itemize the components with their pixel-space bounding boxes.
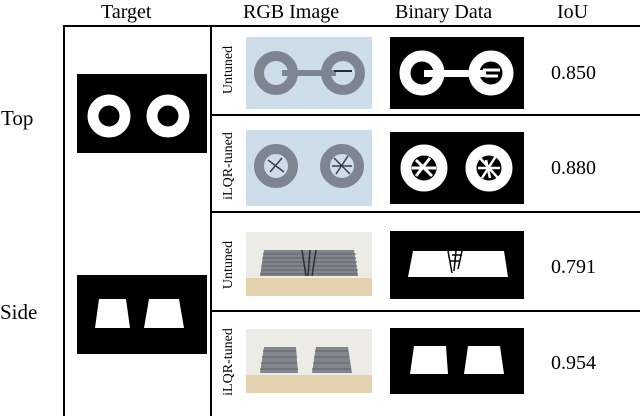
iou-top-untuned: 0.850 xyxy=(551,62,596,84)
binary-top-ilqr xyxy=(390,132,524,204)
row-group-label-top: Top xyxy=(1,106,34,130)
rgb-side-untuned-photo xyxy=(246,232,372,296)
column-header-iou: IoU xyxy=(557,1,589,23)
column-header-target: Target xyxy=(101,1,152,23)
iou-top-ilqr: 0.880 xyxy=(551,157,596,179)
column-header-rgb-image: RGB Image xyxy=(243,1,340,23)
binary-side-ilqr xyxy=(390,328,524,394)
left-rule xyxy=(63,25,65,416)
binary-top-untuned xyxy=(390,37,524,109)
column-header-binary-data: Binary Data xyxy=(395,1,493,23)
rgb-top-ilqr-photo xyxy=(246,130,372,206)
target-top-image xyxy=(77,74,207,153)
method-label-side-ilqr: iLQR-tuned xyxy=(221,328,236,396)
header-rule xyxy=(64,25,640,27)
binary-side-untuned xyxy=(390,231,524,299)
method-label-side-untuned: Untuned xyxy=(221,240,236,290)
rgb-top-untuned-photo xyxy=(246,37,372,109)
method-rule xyxy=(210,25,212,416)
rgb-side-ilqr-photo xyxy=(246,329,372,393)
row-divider-top xyxy=(210,114,640,116)
row-group-label-side: Side xyxy=(0,300,38,324)
method-label-top-ilqr: iLQR-tuned xyxy=(221,132,236,200)
target-side-image xyxy=(77,275,207,354)
group-divider xyxy=(210,211,640,213)
row-divider-side xyxy=(210,310,640,312)
iou-side-ilqr: 0.954 xyxy=(551,352,596,374)
iou-side-untuned: 0.791 xyxy=(551,256,596,278)
method-label-top-untuned: Untuned xyxy=(221,45,236,95)
